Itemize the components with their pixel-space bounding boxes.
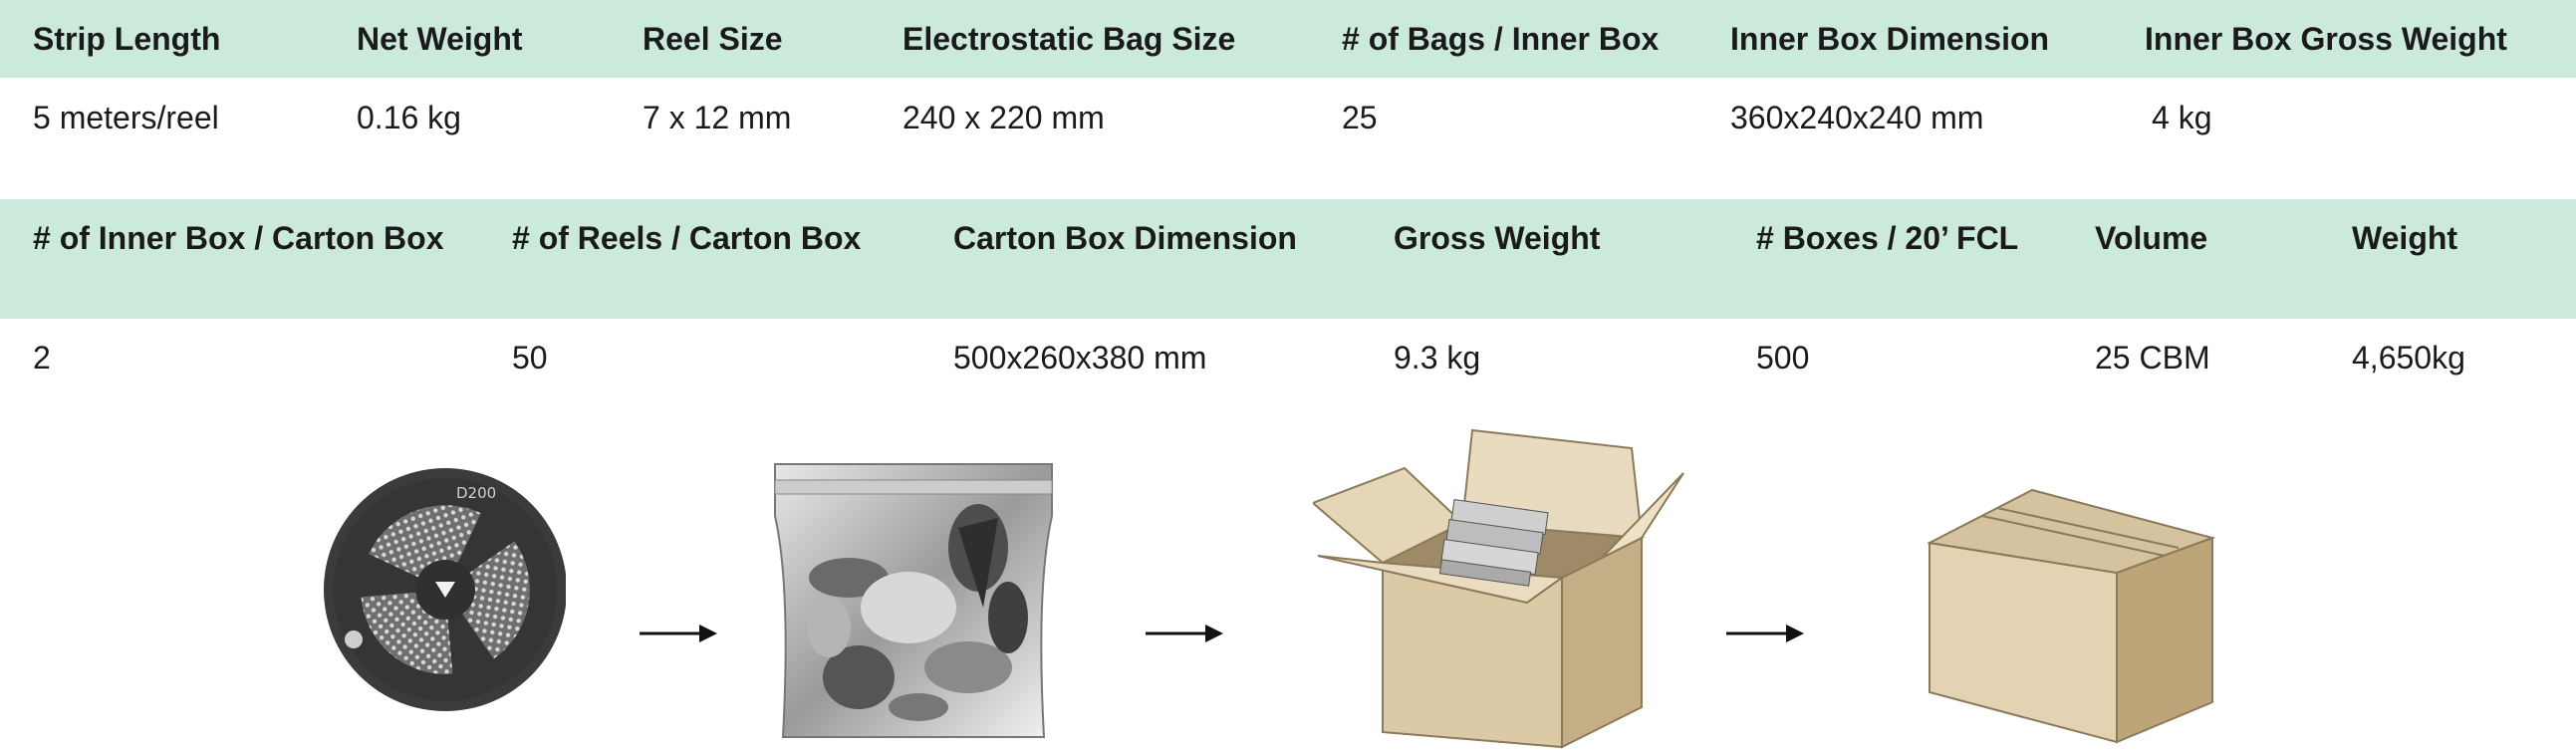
closed-carton-box-icon (1928, 488, 2216, 744)
table2-value-carton-box-dimension: 500x260x380 mm (953, 340, 1207, 376)
table1-value-reel-size: 7 x 12 mm (643, 100, 792, 135)
table1-header-bags-per-inner-box: # of Bags / Inner Box (1342, 21, 1660, 57)
table1-header-reel-size: Reel Size (643, 21, 783, 57)
table2-header-boxes-per-fcl: # Boxes / 20’ FCL (1756, 220, 2019, 256)
table2-header-band (0, 199, 2576, 319)
table1-value-bags-per-inner-box: 25 (1342, 100, 1378, 135)
table1-value-inner-box-dimension: 360x240x240 mm (1730, 100, 1984, 135)
table1-value-bag-size: 240 x 220 mm (902, 100, 1105, 135)
table1-header-strip-length: Strip Length (33, 21, 221, 57)
arrow-right-icon (1726, 625, 1804, 642)
table2-header-inner-box-per-carton: # of Inner Box / Carton Box (33, 220, 444, 256)
table2-value-inner-box-per-carton: 2 (33, 340, 51, 376)
table2-header-carton-box-dimension: Carton Box Dimension (953, 220, 1297, 256)
table2-value-boxes-per-fcl: 500 (1756, 340, 1810, 376)
table1-header-inner-box-gross-weight: Inner Box Gross Weight (2145, 21, 2507, 57)
reel-label: D200 (456, 484, 496, 502)
table2-header-volume: Volume (2095, 220, 2208, 256)
table2-value-weight: 4,650kg (2352, 340, 2465, 376)
table1-header-bag-size: Electrostatic Bag Size (902, 21, 1236, 57)
table1-value-inner-box-gross-weight: 4 kg (2152, 100, 2212, 135)
table2-header-reels-per-carton: # of Reels / Carton Box (512, 220, 862, 256)
table2-header-weight: Weight (2352, 220, 2458, 256)
arrow-right-icon (1146, 625, 1223, 642)
table2-value-reels-per-carton: 50 (512, 340, 548, 376)
table1-header-inner-box-dimension: Inner Box Dimension (1730, 21, 2050, 57)
reel-icon: D200 (324, 468, 566, 711)
table1-header-band (0, 0, 2576, 78)
electrostatic-bag-icon (774, 463, 1053, 738)
table1-header-net-weight: Net Weight (357, 21, 523, 57)
open-inner-box-icon (1313, 428, 1684, 749)
table1-value-net-weight: 0.16 kg (357, 100, 461, 135)
table2-header-gross-weight: Gross Weight (1394, 220, 1601, 256)
table2-value-volume: 25 CBM (2095, 340, 2210, 376)
arrow-right-icon (640, 625, 717, 642)
table1-value-strip-length: 5 meters/reel (33, 100, 219, 135)
table2-value-gross-weight: 9.3 kg (1394, 340, 1481, 376)
